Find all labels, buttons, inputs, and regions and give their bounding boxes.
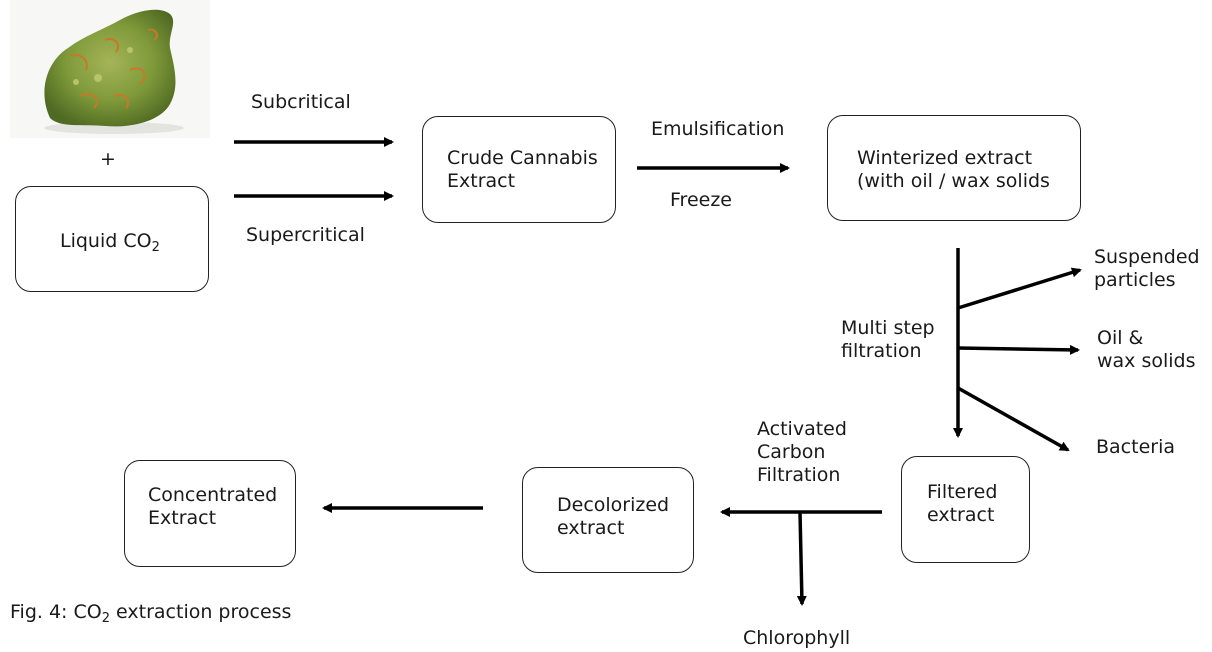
crude-extract-box: Crude Cannabis Extract	[422, 116, 616, 223]
oil-wax-line2: wax solids	[1097, 350, 1196, 372]
crude-extract-line1: Crude Cannabis	[447, 147, 598, 169]
suspended-particles-label: Suspended particles	[1094, 246, 1200, 292]
winterized-extract-box: Winterized extract (with oil / wax solid…	[827, 115, 1081, 221]
emulsification-label: Emulsification	[651, 118, 785, 140]
activated-line1: Activated	[757, 418, 847, 440]
caption-subscript: 2	[101, 611, 110, 626]
activated-carbon-filtration-label: Activated Carbon Filtration	[757, 418, 847, 487]
suspended-line2: particles	[1094, 269, 1176, 291]
concentrated-line2: Extract	[148, 507, 217, 529]
filtered-extract-box: Filtered extract	[901, 456, 1030, 563]
decolorized-extract-box: Decolorized extract	[522, 467, 694, 573]
arrow-suspended	[957, 267, 1082, 310]
caption-prefix: Fig. 4: CO	[10, 601, 102, 623]
figure-caption: Fig. 4: CO2 extraction process	[10, 601, 292, 626]
arrow-oil-wax	[957, 344, 1080, 355]
multi-step-filtration-label: Multi step filtration	[841, 317, 935, 363]
filtered-line1: Filtered	[927, 481, 998, 503]
filtered-line2: extract	[927, 504, 995, 526]
liquid-co2-box: Liquid CO2	[15, 186, 209, 292]
freeze-label: Freeze	[670, 189, 732, 211]
arrow-chlorophyll	[796, 511, 807, 606]
subcritical-label: Subcritical	[251, 91, 351, 113]
multi-step-line1: Multi step	[841, 317, 935, 339]
winterized-line1: Winterized extract	[857, 147, 1033, 169]
bacteria-label: Bacteria	[1096, 436, 1175, 458]
winterized-line2: (with oil / wax solids	[857, 170, 1050, 192]
multi-step-line2: filtration	[841, 340, 922, 362]
activated-line3: Filtration	[757, 464, 841, 486]
oil-wax-solids-label: Oil & wax solids	[1097, 327, 1196, 373]
liquid-co2-text: Liquid CO	[60, 230, 152, 252]
crude-extract-line2: Extract	[447, 170, 516, 192]
decolorized-line2: extract	[557, 517, 625, 539]
concentrated-extract-box: Concentrated Extract	[124, 460, 296, 567]
decolorized-line1: Decolorized	[557, 494, 670, 516]
arrow-bacteria	[957, 386, 1070, 452]
oil-wax-line1: Oil &	[1097, 327, 1144, 349]
activated-line2: Carbon	[757, 441, 826, 463]
caption-suffix: extraction process	[110, 601, 292, 623]
chlorophyll-label: Chlorophyll	[743, 627, 851, 649]
cannabis-bud-image	[10, 0, 210, 138]
plus-sign: +	[100, 148, 116, 170]
liquid-co2-subscript: 2	[151, 240, 160, 255]
suspended-line1: Suspended	[1094, 246, 1200, 268]
concentrated-line1: Concentrated	[148, 484, 278, 506]
supercritical-label: Supercritical	[246, 224, 365, 246]
